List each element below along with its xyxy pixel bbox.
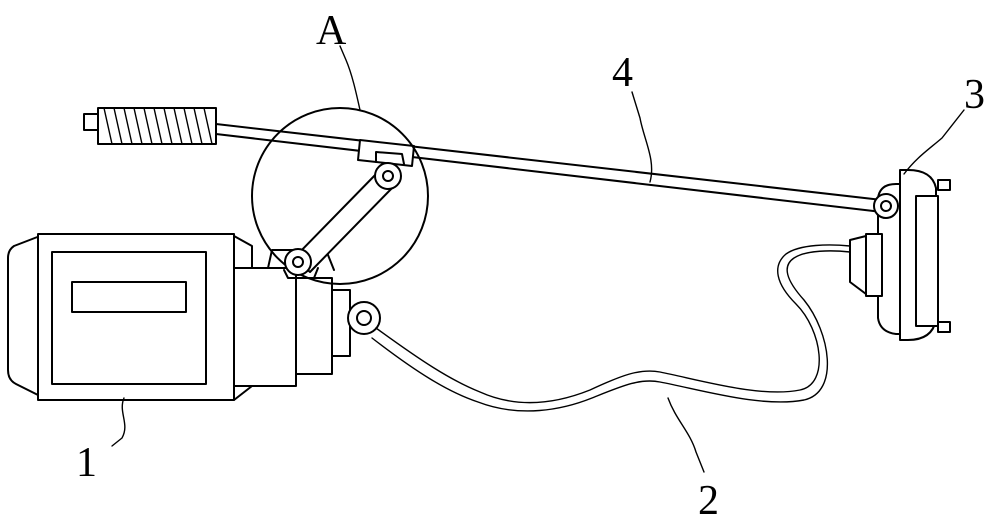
motor-nameplate	[71, 281, 187, 313]
label-part-2: 2	[698, 478, 719, 524]
spray-head-plate	[915, 195, 939, 327]
label-part-4: 4	[612, 50, 633, 96]
motor-gearbox	[233, 267, 297, 387]
rod-handle-spring	[103, 107, 213, 145]
label-detail-a: A	[316, 8, 347, 54]
leader-3	[903, 109, 965, 175]
rod-shaft-top	[215, 123, 883, 201]
rod-shaft-bottom	[215, 133, 883, 213]
leader-a	[339, 45, 361, 111]
label-part-3: 3	[964, 72, 985, 118]
linkage-top-bracket	[375, 151, 405, 165]
leader-lines	[111, 45, 965, 473]
detail-a-circle	[251, 107, 429, 285]
linkage-assembly	[251, 107, 429, 285]
spray-rod	[83, 107, 883, 213]
linkage-bottom-bracket	[283, 267, 319, 279]
motor-coupling	[295, 277, 333, 375]
motor-shaft-collar	[331, 289, 351, 357]
label-part-1: 1	[76, 440, 97, 486]
linkage-bottom-pivot	[284, 248, 312, 276]
spray-head	[849, 169, 951, 341]
motor-unit	[7, 233, 351, 401]
rod-head-pivot	[873, 193, 899, 219]
hose-outlet-joint	[347, 301, 381, 335]
spray-nozzle-bottom	[937, 321, 951, 333]
leader-1	[111, 397, 126, 447]
linkage-top-pivot	[374, 162, 402, 190]
flexible-hose	[371, 244, 851, 412]
motor-panel	[51, 251, 207, 385]
spray-head-inlet	[865, 233, 883, 297]
leader-2	[667, 397, 705, 473]
rod-end-cap	[83, 113, 99, 131]
spray-nozzle-top	[937, 179, 951, 191]
hose-connector	[849, 235, 867, 295]
motor-end-cap	[7, 235, 41, 397]
leader-4	[631, 91, 653, 183]
